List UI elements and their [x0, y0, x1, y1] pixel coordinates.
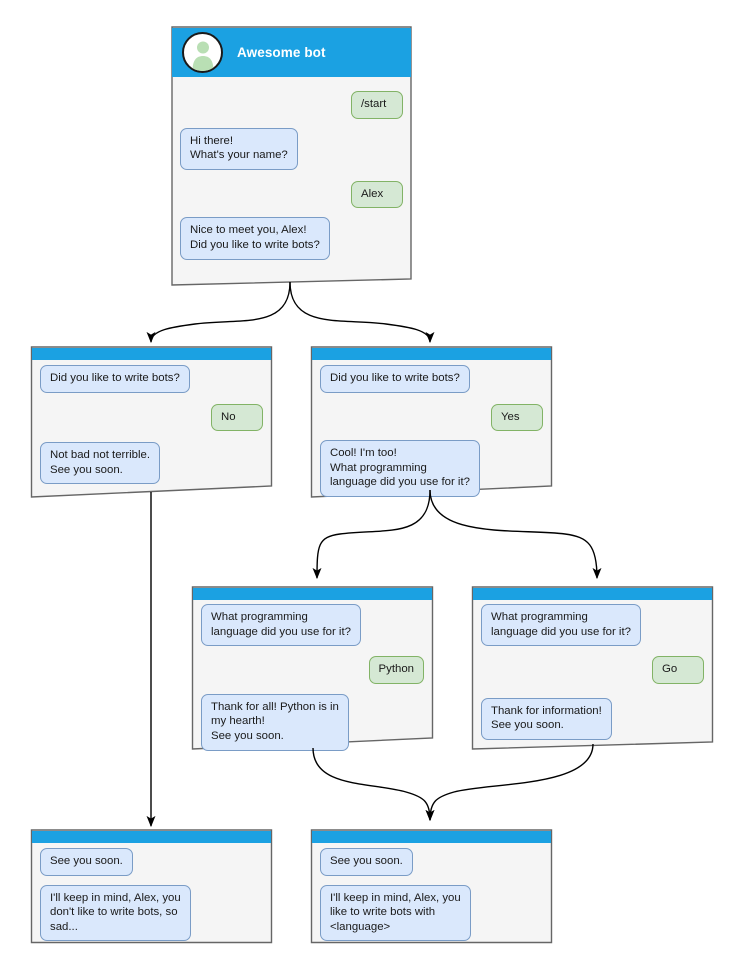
- message-row: Python: [201, 656, 424, 684]
- bot-message-bubble[interactable]: Hi there! What's your name?: [180, 127, 298, 170]
- card-header-bar: [32, 348, 271, 360]
- user-message-bubble[interactable]: Go: [652, 656, 704, 684]
- chat-card-answer-no[interactable]: Did you like to write bots? No Not bad n…: [30, 346, 273, 499]
- bot-message-bubble[interactable]: Did you like to write bots?: [40, 365, 190, 393]
- message-row: Yes: [320, 403, 543, 432]
- message-row: What programming language did you use fo…: [481, 604, 704, 647]
- message-row: I'll keep in mind, Alex, you like to wri…: [320, 884, 543, 942]
- message-row: See you soon.: [40, 848, 263, 876]
- message-area-answer-no: Did you like to write bots? No Not bad n…: [30, 360, 273, 497]
- chat-card-answer-yes[interactable]: Did you like to write bots? Yes Cool! I'…: [310, 346, 553, 499]
- bot-message-bubble[interactable]: What programming language did you use fo…: [481, 604, 641, 647]
- message-row: Alex: [180, 180, 403, 209]
- message-area-end-yes: See you soon. I'll keep in mind, Alex, y…: [310, 843, 553, 954]
- bot-message-bubble[interactable]: See you soon.: [40, 848, 133, 876]
- user-message-bubble[interactable]: Python: [368, 656, 424, 684]
- card-header-bar: [32, 831, 271, 843]
- bot-message-bubble[interactable]: Did you like to write bots?: [320, 365, 470, 393]
- message-area-answer-yes: Did you like to write bots? Yes Cool! I'…: [310, 360, 553, 510]
- bot-message-bubble[interactable]: Nice to meet you, Alex! Did you like to …: [180, 217, 330, 260]
- edge-start-to-no: [146, 281, 291, 344]
- message-row: Did you like to write bots?: [320, 365, 543, 393]
- bot-message-bubble[interactable]: I'll keep in mind, Alex, you like to wri…: [320, 884, 471, 942]
- message-row: Thank for information! See you soon.: [481, 697, 704, 740]
- message-row: Hi there! What's your name?: [180, 127, 403, 170]
- bot-message-bubble[interactable]: Not bad not terrible. See you soon.: [40, 442, 161, 485]
- message-row: Cool! I'm too! What programming language…: [320, 440, 543, 497]
- chat-card-language-go[interactable]: What programming language did you use fo…: [471, 586, 714, 751]
- bot-message-bubble[interactable]: Thank for all! Python is in my hearth! S…: [201, 693, 349, 751]
- card-header-bar: [312, 831, 551, 843]
- message-area-language-python: What programming language did you use fo…: [191, 600, 434, 764]
- message-area-language-go: What programming language did you use fo…: [471, 600, 714, 753]
- user-message-bubble[interactable]: Yes: [491, 403, 543, 432]
- card-header-start: Awesome bot: [172, 28, 411, 77]
- person-glyph: [192, 41, 213, 71]
- message-row: Go: [481, 656, 704, 684]
- user-message-bubble[interactable]: /start: [351, 91, 403, 119]
- message-area-end-no: See you soon. I'll keep in mind, Alex, y…: [30, 843, 273, 954]
- chat-card-start[interactable]: Awesome bot /start Hi there! What's your…: [170, 26, 413, 286]
- message-row: Not bad not terrible. See you soon.: [40, 442, 263, 485]
- message-row: No: [40, 403, 263, 432]
- edge-go-to-end-yes: [425, 743, 594, 822]
- message-row: Nice to meet you, Alex! Did you like to …: [180, 217, 403, 260]
- chat-card-end-yes[interactable]: See you soon. I'll keep in mind, Alex, y…: [310, 829, 553, 944]
- person-avatar-icon: [182, 32, 223, 73]
- bot-message-bubble[interactable]: What programming language did you use fo…: [201, 604, 361, 647]
- bot-message-bubble[interactable]: Cool! I'm too! What programming language…: [320, 440, 480, 497]
- bot-message-bubble[interactable]: I'll keep in mind, Alex, you don't like …: [40, 884, 191, 942]
- message-area-start: /start Hi there! What's your name? Alex …: [170, 77, 413, 273]
- bot-title: Awesome bot: [237, 45, 326, 60]
- edge-start-to-yes: [289, 281, 435, 344]
- message-row: Thank for all! Python is in my hearth! S…: [201, 693, 424, 751]
- chat-card-end-no[interactable]: See you soon. I'll keep in mind, Alex, y…: [30, 829, 273, 944]
- message-row: What programming language did you use fo…: [201, 604, 424, 647]
- card-header-bar: [473, 588, 712, 600]
- message-row: See you soon.: [320, 848, 543, 876]
- user-message-bubble[interactable]: Alex: [351, 180, 403, 209]
- message-row: I'll keep in mind, Alex, you don't like …: [40, 884, 263, 942]
- bot-message-bubble[interactable]: Thank for information! See you soon.: [481, 697, 612, 740]
- bot-message-bubble[interactable]: See you soon.: [320, 848, 413, 876]
- card-header-bar: [312, 348, 551, 360]
- card-header-bar: [193, 588, 432, 600]
- message-row: Did you like to write bots?: [40, 365, 263, 393]
- user-message-bubble[interactable]: No: [211, 403, 263, 432]
- message-row: /start: [180, 91, 403, 119]
- chat-card-language-python[interactable]: What programming language did you use fo…: [191, 586, 434, 751]
